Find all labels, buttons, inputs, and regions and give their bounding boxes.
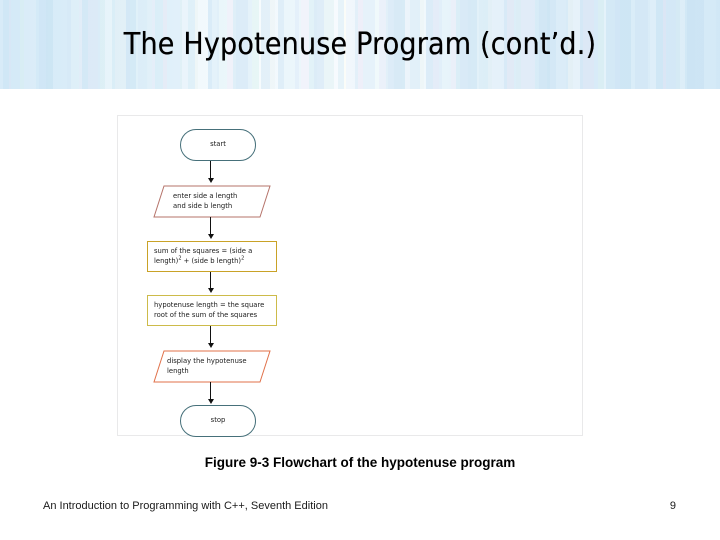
figure-image-frame: start enter side a length and side b len… [117,115,584,437]
connector-input-to-calc1 [210,217,211,236]
flowchart-node-calc1-text: sum of the squares = (side a length)2 + … [154,247,252,267]
flowchart-node-input-text: enter side a length and side b length [173,192,237,212]
flowchart-node-calc2-text: hypotenuse length = the square root of t… [154,301,264,321]
flowchart-node-stop: stop [180,405,256,437]
arrowhead-calc2-to-output [207,343,214,348]
flowchart-node-stop-label: stop [210,416,226,425]
calc1-exponent-1: 2 [178,255,182,262]
connector-calc2-to-output [210,326,211,345]
parallelogram-shape-output [153,350,271,383]
input-line-1: enter side a length [173,191,238,200]
flowchart-node-calc-sum-of-squares: sum of the squares = (side a length)2 + … [147,241,277,272]
figure-caption: Figure 9-3 Flowchart of the hypotenuse p… [204,455,516,470]
calc1-line-2-pre: length) [154,256,179,265]
flowchart-node-output: display the hypotenuse length [153,350,271,383]
calc1-line-2-mid: + (side b length) [181,256,242,265]
connector-start-to-input [210,161,211,180]
arrowhead-input-to-calc1 [207,234,214,239]
page-title: The Hypotenuse Program (cont’d.) [123,27,597,62]
calc1-line-1: sum of the squares = (side a [154,246,253,255]
connector-output-to-stop [210,382,211,401]
arrowhead-start-to-input [207,178,214,183]
title-banner: The Hypotenuse Program (cont’d.) [0,0,720,89]
decorative-stripe-pattern [0,0,720,89]
parallelogram-shape-input [153,185,271,218]
output-line-1: display the hypotenuse [167,356,247,365]
flowchart-node-calc-hypotenuse: hypotenuse length = the square root of t… [147,295,277,326]
flowchart-diagram: start enter side a length and side b len… [118,116,584,437]
footer-book-title: An Introduction to Programming with C++,… [43,500,328,512]
output-line-2: length [167,366,189,375]
footer-page-number: 9 [669,500,676,512]
calc2-line-1: hypotenuse length = the square [154,300,265,309]
calc2-line-2: root of the sum of the squares [154,310,258,319]
flowchart-node-start: start [180,129,256,161]
flowchart-node-start-label: start [210,140,226,149]
arrowhead-output-to-stop [207,399,214,404]
calc1-exponent-2: 2 [241,255,245,262]
flowchart-node-input: enter side a length and side b length [153,185,271,218]
flowchart-node-output-text: display the hypotenuse length [167,357,247,377]
arrowhead-calc1-to-calc2 [207,288,214,293]
input-line-2: and side b length [173,201,233,210]
connector-calc1-to-calc2 [210,272,211,290]
